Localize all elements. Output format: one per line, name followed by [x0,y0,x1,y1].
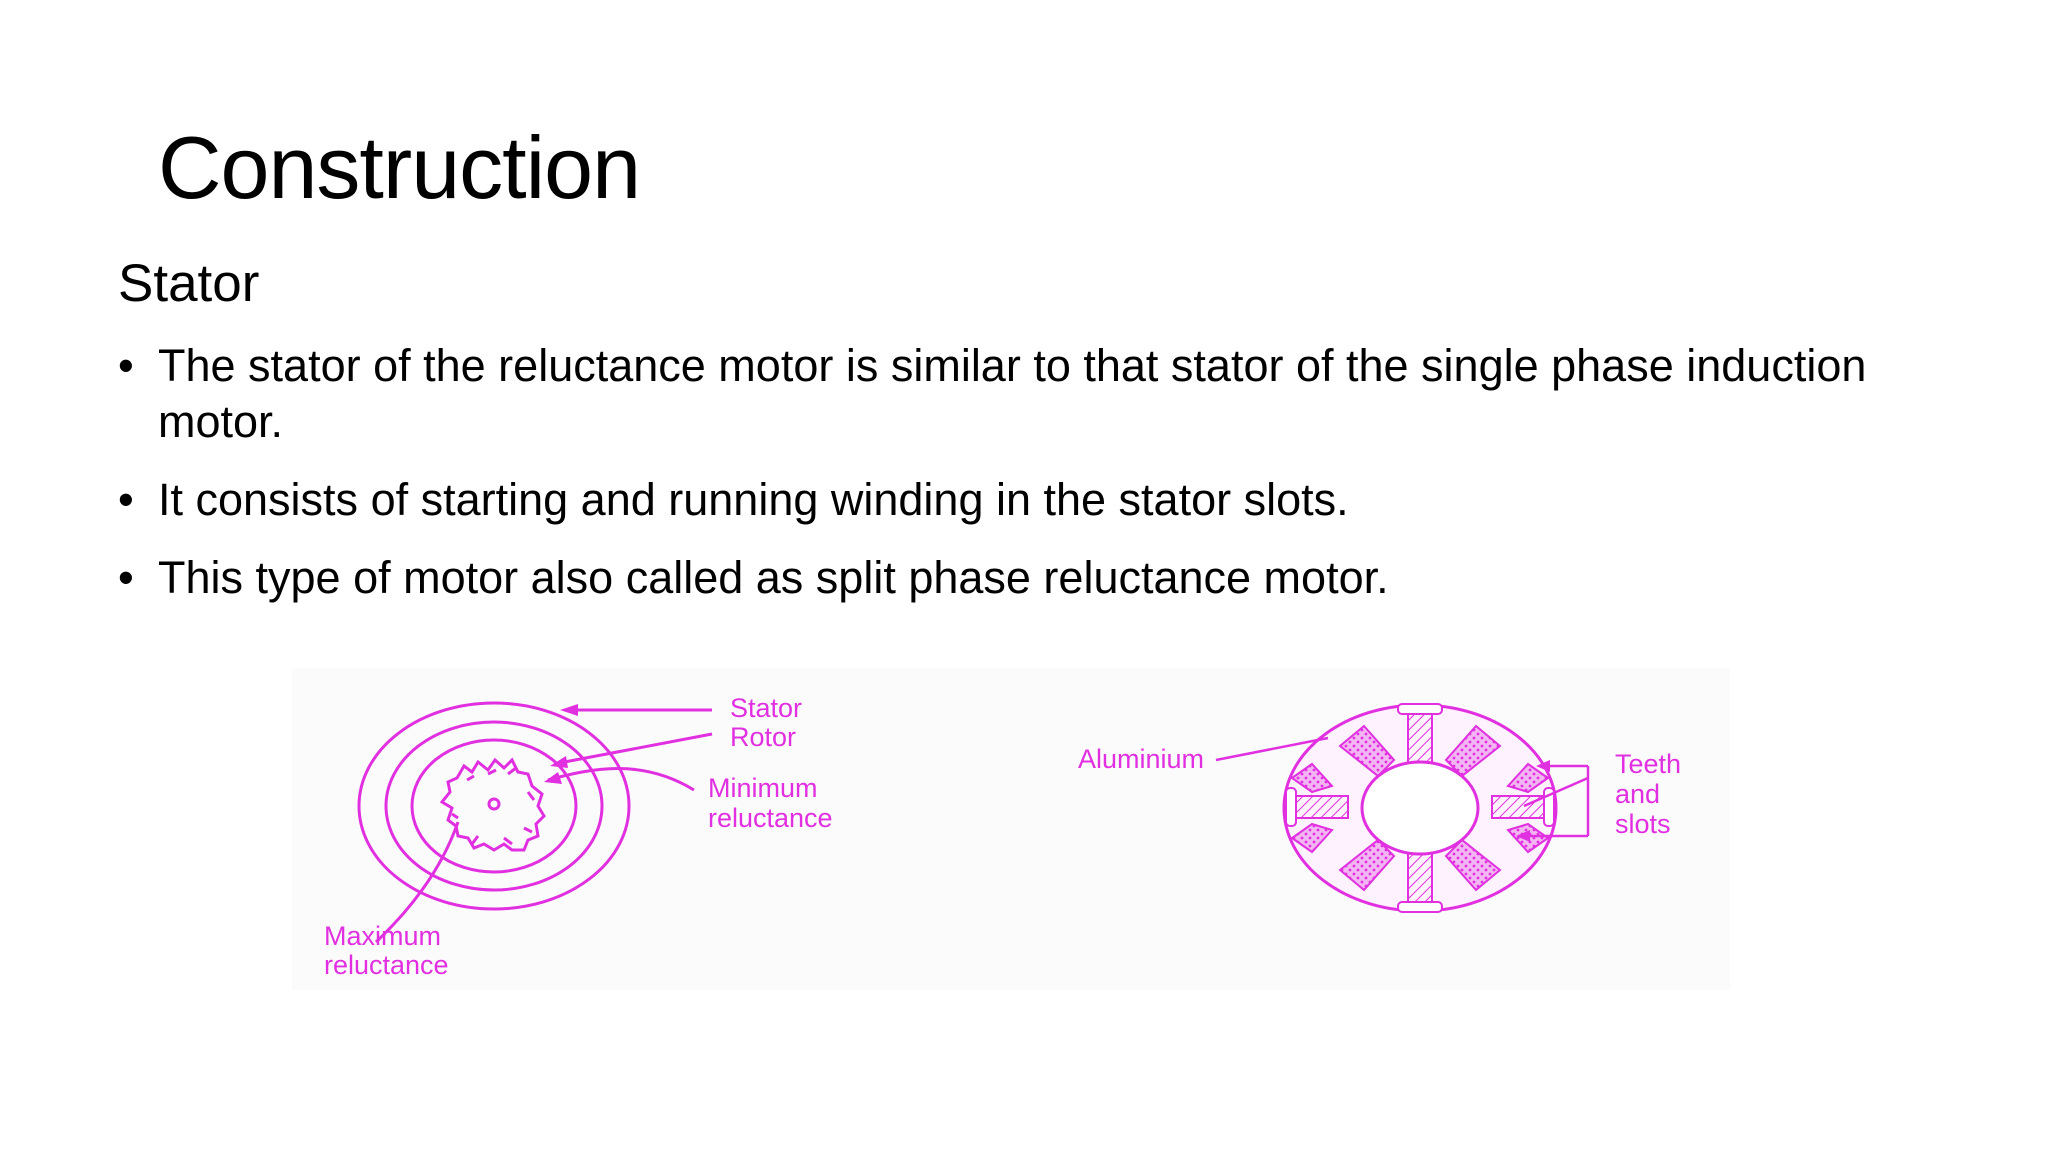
motor-diagram-svg: Stator Rotor Minimum reluctance Maximum … [324,693,1681,980]
bullet-icon: • [118,340,134,391]
rotor-leader-line [553,732,713,766]
stator-bore-circle [410,738,578,874]
rotor-outline [439,757,546,852]
bullet-list: • The stator of the reluctance motor is … [118,338,1938,628]
motor-diagram-figure: Stator Rotor Minimum reluctance Maximum … [292,668,1730,990]
label-reluctance-min: reluctance [708,803,833,833]
label-minimum: Minimum [708,773,818,803]
bullet-text: The stator of the reluctance motor is si… [158,340,1867,447]
bullet-text: This type of motor also called as split … [158,552,1389,603]
rotor-slot-marks [451,766,536,846]
bullet-item: • The stator of the reluctance motor is … [118,338,1938,450]
bullet-icon: • [118,474,134,525]
bar-end-caps [1285,703,1555,913]
bullet-item: • This type of motor also called as spli… [118,550,1938,606]
rotor-center-bore [1360,760,1480,856]
label-and: and [1615,779,1660,809]
max-reluctance-leader [374,821,460,944]
label-aluminium: Aluminium [1078,744,1204,774]
teeth-leader-line [1523,776,1589,808]
label-stator: Stator [730,693,802,723]
stator-outer-circle [357,701,631,911]
min-reluctance-leader [547,767,695,792]
slide-title: Construction [158,118,641,217]
bullet-icon: • [118,552,134,603]
label-slots: slots [1615,809,1671,839]
bullet-text: It consists of starting and running wind… [158,474,1349,525]
label-teeth: Teeth [1615,749,1681,779]
left-motor-diagram [357,701,713,944]
section-heading: Stator [118,254,260,313]
stator-inner-circle [384,720,604,892]
aluminium-leader-line [1215,736,1329,762]
rotor-shaft [487,797,501,811]
label-maximum: Maximum [324,921,441,951]
right-rotor-diagram [1215,703,1590,913]
label-reluctance-max: reluctance [324,950,449,980]
label-rotor: Rotor [730,722,796,752]
bullet-item: • It consists of starting and running wi… [118,472,1938,528]
rotor-teeth [1290,724,1550,892]
